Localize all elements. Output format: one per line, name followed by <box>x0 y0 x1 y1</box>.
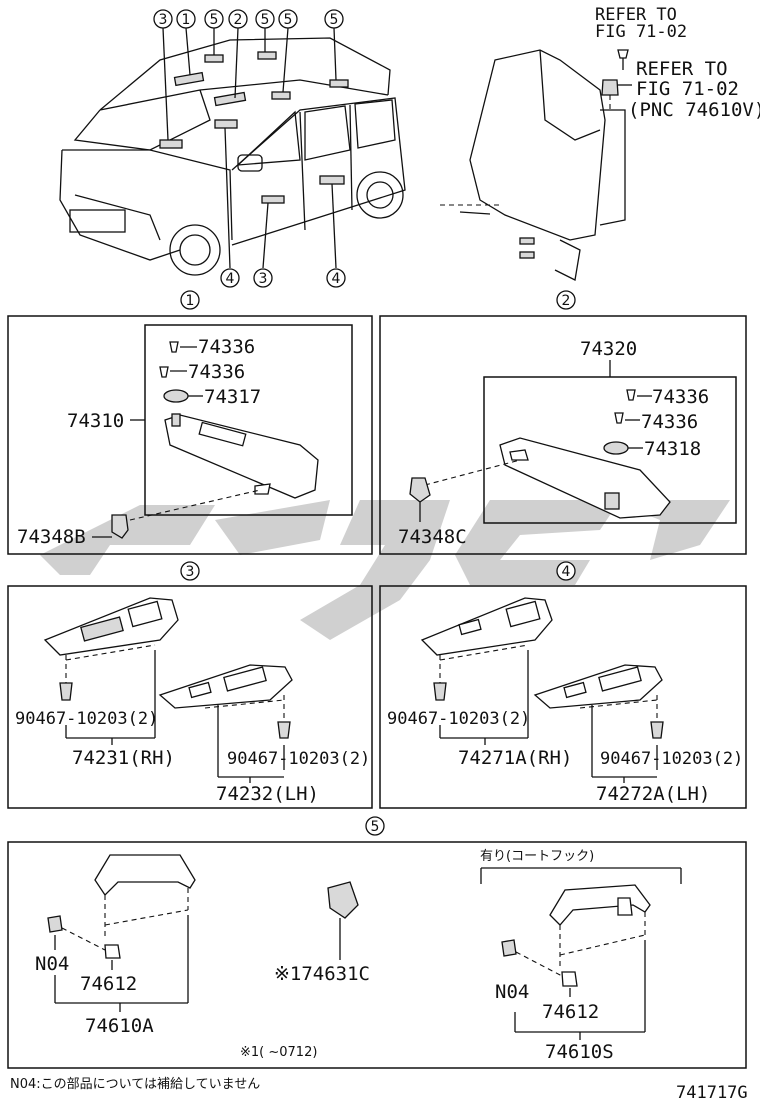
panel-1-sun-visor-rh: 74336 74336 74317 74310 74348B <box>7 315 373 555</box>
watermark-logo <box>40 500 730 640</box>
refer-note-mid-line3: (PNC 74610V) <box>628 99 760 121</box>
pn-74232-lh: 74232(LH) <box>216 783 319 805</box>
section-label-4: 4 <box>562 564 571 580</box>
clip-pn-rh-4: 90467-10203(2) <box>387 709 530 729</box>
pn-74272a-lh: 74272A(LH) <box>596 783 710 805</box>
pn-74318: 74318 <box>644 438 701 460</box>
clip-pn-lh-4: 90467-10203(2) <box>600 749 743 769</box>
section-label-3: 3 <box>186 564 195 580</box>
callout-5-top-b: 5 <box>261 12 270 28</box>
pn-74336-a: 74336 <box>198 336 255 358</box>
pn-74631c: ※174631C <box>274 963 370 985</box>
pn-74610s: 74610S <box>545 1041 614 1063</box>
callout-3-top: 3 <box>159 12 168 28</box>
callout-5-top-c: 5 <box>284 12 293 28</box>
pn-74336-d: 74336 <box>641 411 698 433</box>
seat-overview: REFER TO FIG 71-02 REFER TO FIG 71-02 (P… <box>440 5 760 281</box>
panel-5-assist-grip: N04 74612 74610A ※174631C ※1( ~0712) 有り(… <box>7 841 747 1069</box>
pn-n04-right: N04 <box>495 981 529 1003</box>
pn-74612-left: 74612 <box>80 973 137 995</box>
callout-2-top: 2 <box>234 12 243 28</box>
figure-code: 741717G <box>676 1083 748 1103</box>
clip-pn-lh-3: 90467-10203(2) <box>227 749 370 769</box>
footnote-n04: N04:この部品については補給していません <box>10 1077 260 1092</box>
refer-note-mid-line2: FIG 71-02 <box>636 78 739 100</box>
callout-5-top-d: 5 <box>330 12 339 28</box>
pn-74320: 74320 <box>580 338 637 360</box>
clip-pn-rh-3: 90467-10203(2) <box>15 709 158 729</box>
section-label-1: 1 <box>186 293 195 309</box>
panel-3-switch-base: 90467-10203(2) 74231(RH) 90467-10203(2) … <box>7 585 373 809</box>
refer-note-top-line2: FIG 71-02 <box>595 22 687 42</box>
pn-n04-left: N04 <box>35 953 69 975</box>
section-label-5: 5 <box>371 819 380 835</box>
callout-4-bottom-b: 4 <box>332 271 341 287</box>
callout-3-bottom: 3 <box>259 271 268 287</box>
pn-74348c: 74348C <box>398 526 467 548</box>
callout-4-bottom-a: 4 <box>226 271 235 287</box>
pn-74348b: 74348B <box>17 526 86 548</box>
panel-4-switch-base: 90467-10203(2) 74271A(RH) 90467-10203(2)… <box>379 585 747 809</box>
vehicle-overview: 3 1 5 2 5 5 5 4 3 4 <box>59 9 406 288</box>
coat-hook-header: 有り(コートフック) <box>480 849 594 864</box>
pn-74336-b: 74336 <box>188 361 245 383</box>
callout-5-top-a: 5 <box>210 12 219 28</box>
refer-note-top-line1: REFER TO <box>595 5 677 25</box>
refer-note-mid-line1: REFER TO <box>636 58 728 80</box>
callout-1-top: 1 <box>182 12 191 28</box>
pn-74336-c: 74336 <box>652 386 709 408</box>
pn-74231-rh: 74231(RH) <box>72 747 175 769</box>
panel-2-sun-visor-lh: 74320 74336 74336 74318 74348C <box>379 315 747 555</box>
pn-74610a: 74610A <box>85 1015 154 1037</box>
pn-74317: 74317 <box>204 386 261 408</box>
section-label-2: 2 <box>562 293 571 309</box>
pn-74271a-rh: 74271A(RH) <box>458 747 572 769</box>
note-date-range: ※1( ~0712) <box>240 1045 317 1060</box>
pn-74612-right: 74612 <box>542 1001 599 1023</box>
pn-74310: 74310 <box>67 410 124 432</box>
